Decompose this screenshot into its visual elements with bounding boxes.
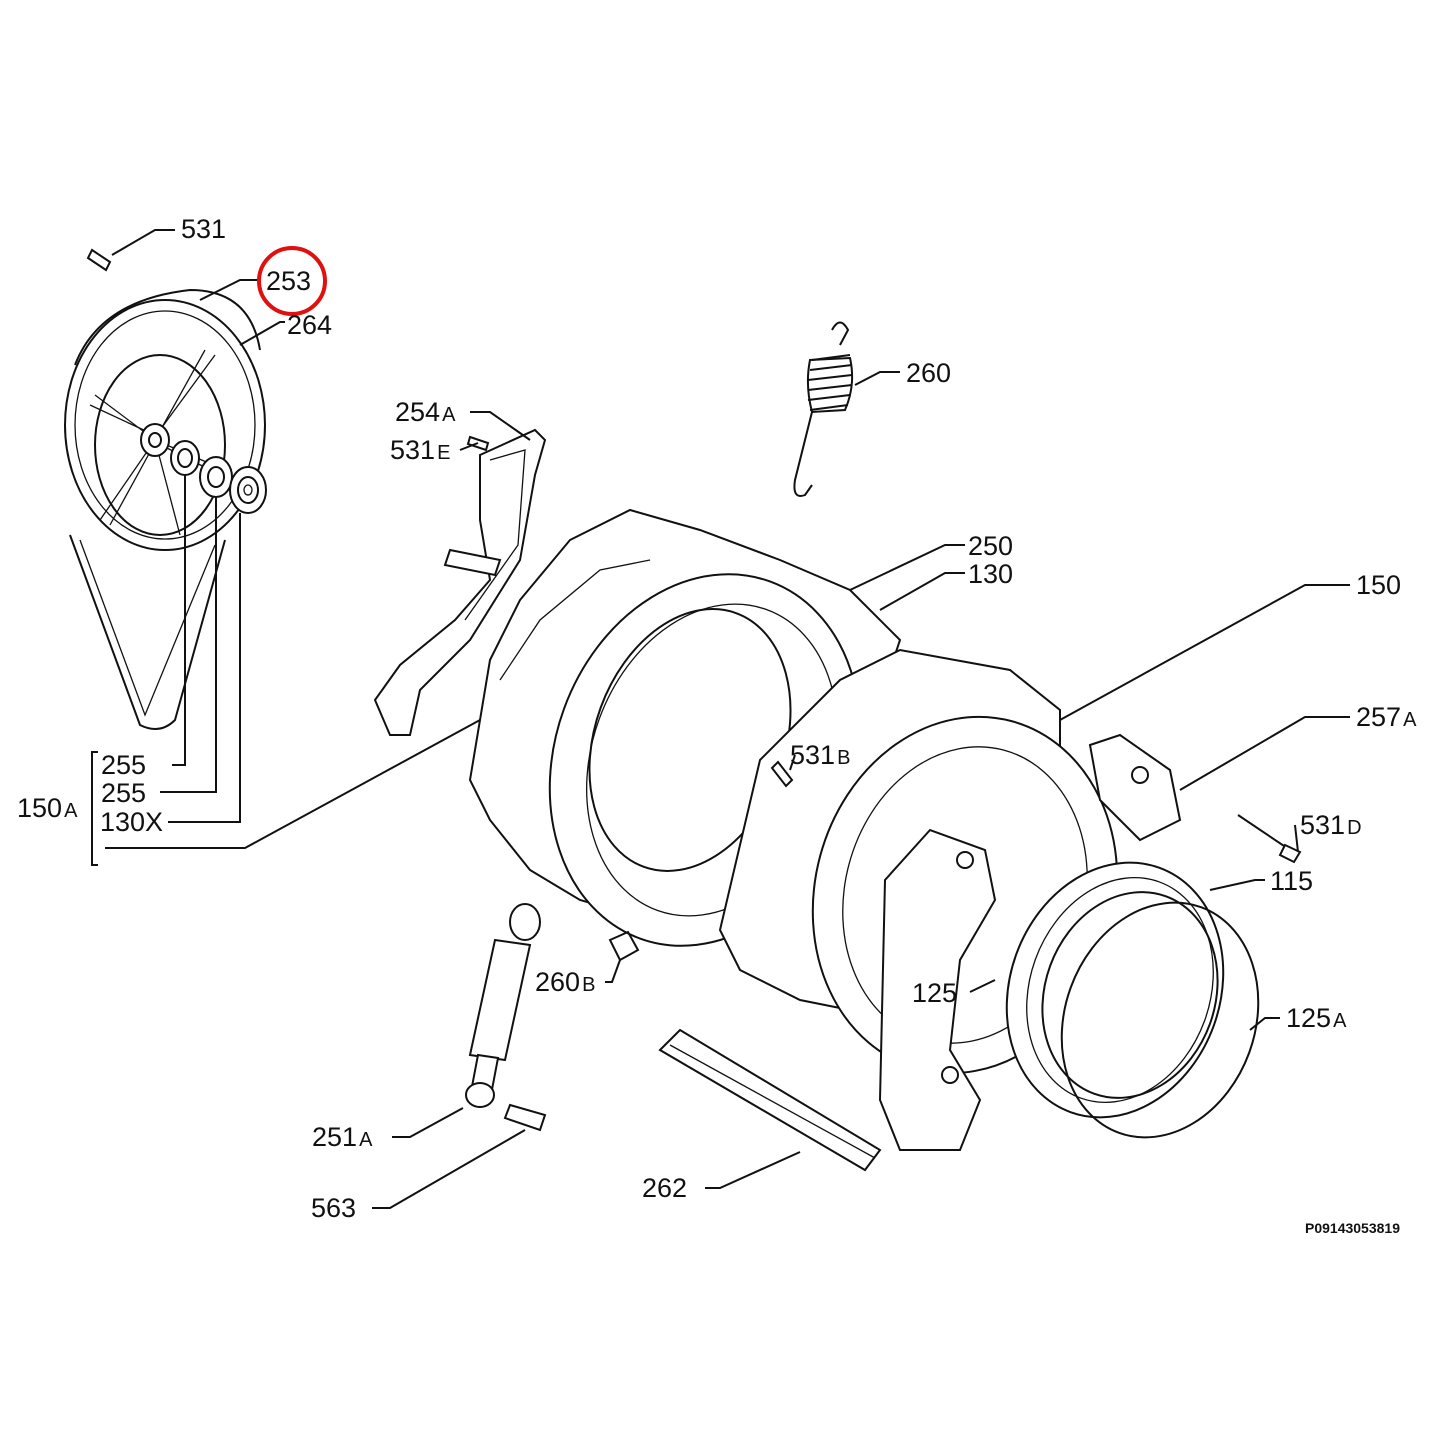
label-260b-suffix: B xyxy=(582,974,596,996)
label-260-text: 260 xyxy=(906,358,952,388)
label-531d-number: 531 xyxy=(1300,810,1346,840)
seal-130x xyxy=(229,466,267,514)
highlight-circle xyxy=(257,246,327,316)
label-125a-suffix: A xyxy=(1333,1010,1347,1032)
label-255-second: 255 xyxy=(101,780,146,807)
bolt-563 xyxy=(503,1103,547,1132)
bracket-254a xyxy=(373,428,547,736)
clamp-ring-125a xyxy=(1060,901,1260,1139)
label-260: 260 xyxy=(906,360,951,387)
shock-absorber-251a xyxy=(465,903,541,1108)
label-531-text: 531 xyxy=(181,214,227,244)
label-260b-number: 260 xyxy=(535,967,581,997)
label-254a-suffix: A xyxy=(442,404,456,426)
label-531e-suffix: E xyxy=(437,442,451,464)
label-257a-suffix: A xyxy=(1403,709,1417,731)
bearing-255a xyxy=(170,440,200,476)
drawing-code: P09143053819 xyxy=(1305,1220,1400,1236)
label-130x: 130X xyxy=(100,809,163,836)
label-115-text: 115 xyxy=(1270,866,1314,896)
label-150: 150 xyxy=(1356,572,1401,599)
label-531b-suffix: B xyxy=(837,747,851,769)
clip-260b xyxy=(608,930,640,962)
label-125-text: 125 xyxy=(912,978,958,1008)
label-264: 264 xyxy=(287,312,332,339)
bearing-255b xyxy=(199,456,233,498)
label-255-second-text: 255 xyxy=(101,778,147,808)
label-130: 130 xyxy=(968,561,1013,588)
door-seal-115 xyxy=(1005,861,1225,1119)
label-251a-number: 251 xyxy=(312,1122,358,1152)
screw-531d xyxy=(1237,814,1302,864)
label-251a-suffix: A xyxy=(359,1129,373,1151)
label-253: 253 xyxy=(266,268,311,295)
spring-260 xyxy=(793,321,854,497)
label-264-text: 264 xyxy=(287,310,333,340)
pulley-264 xyxy=(64,299,266,551)
label-563-text: 563 xyxy=(311,1193,357,1223)
belt-253 xyxy=(69,288,261,730)
label-563: 563 xyxy=(311,1195,356,1222)
counterweight-125 xyxy=(878,828,997,1151)
label-130-text: 130 xyxy=(968,559,1014,589)
label-531e-number: 531 xyxy=(390,435,436,465)
label-125: 125 xyxy=(912,980,957,1007)
label-255-first-text: 255 xyxy=(101,750,147,780)
counterweight-257a xyxy=(1088,733,1182,842)
label-130x-text: 130X xyxy=(100,807,164,837)
label-262-text: 262 xyxy=(642,1173,688,1203)
label-150a-number: 150 xyxy=(17,793,63,823)
label-257a-number: 257 xyxy=(1356,702,1402,732)
label-115: 115 xyxy=(1270,868,1313,895)
label-150a-suffix: A xyxy=(64,800,78,822)
label-150-text: 150 xyxy=(1356,570,1402,600)
label-250: 250 xyxy=(968,533,1013,560)
label-531b-number: 531 xyxy=(790,740,836,770)
label-531d-suffix: D xyxy=(1347,817,1362,839)
screw-531b xyxy=(770,760,794,788)
label-250-text: 250 xyxy=(968,531,1014,561)
label-254a-number: 254 xyxy=(395,397,441,427)
label-262: 262 xyxy=(642,1175,687,1202)
label-531: 531 xyxy=(181,216,226,243)
label-255-first: 255 xyxy=(101,752,146,779)
leader-lines xyxy=(91,229,1350,1209)
label-125a-number: 125 xyxy=(1286,1003,1332,1033)
weight-262 xyxy=(658,1028,882,1172)
label-253-text: 253 xyxy=(266,266,312,296)
screw-531 xyxy=(86,248,112,272)
